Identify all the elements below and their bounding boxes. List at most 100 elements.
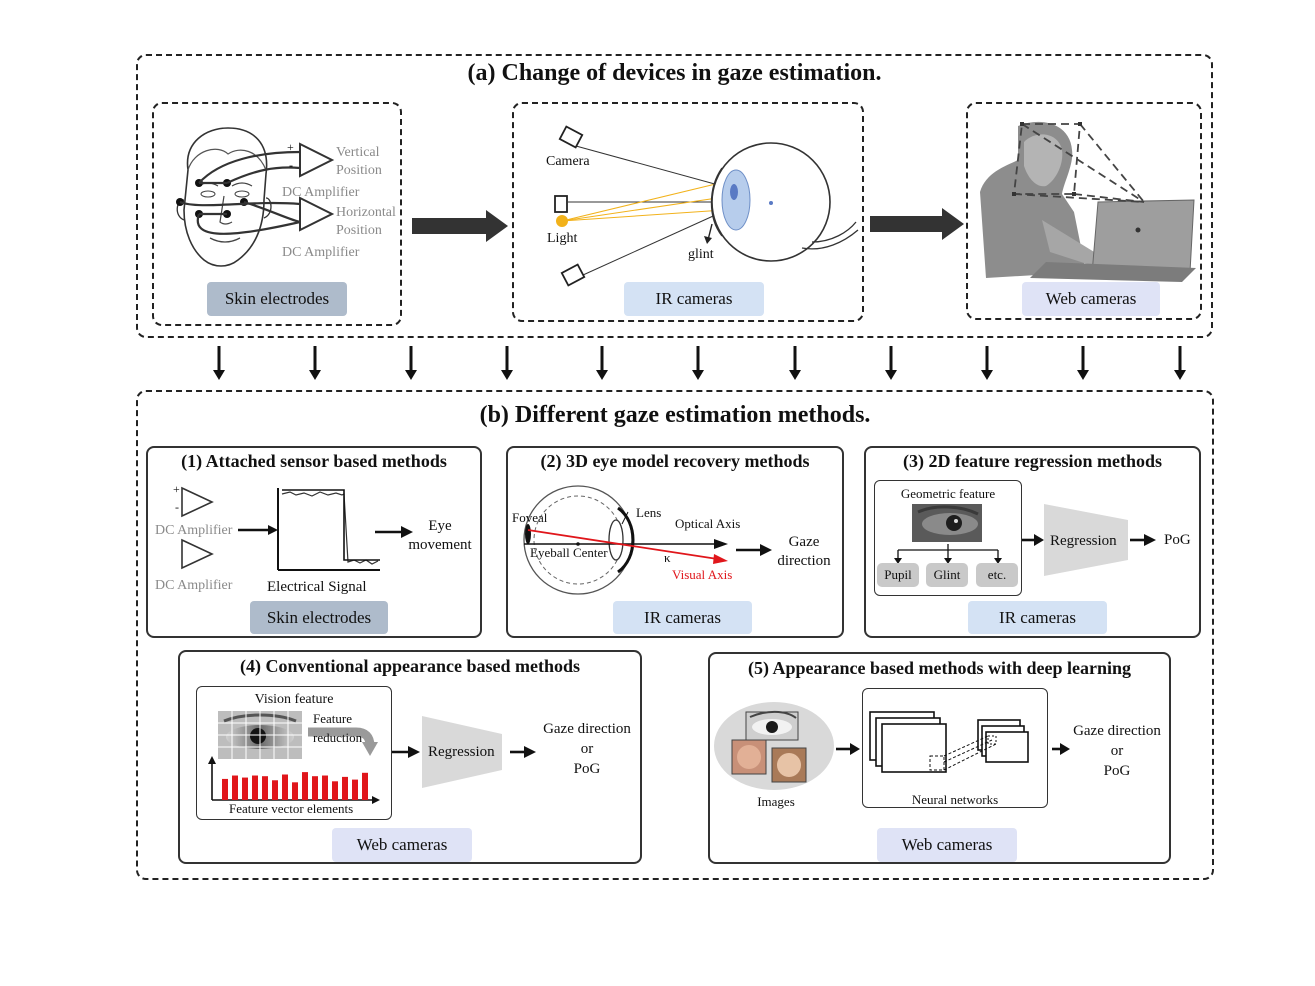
- down-arrow-icon: [692, 346, 704, 380]
- method-1-title: (1) Attached sensor based methods: [181, 451, 447, 471]
- electrical-signal-plot: [238, 488, 380, 571]
- ir-cameras-panel: [512, 102, 864, 322]
- skin-electrodes-panel: [152, 102, 402, 326]
- down-arrow-icon: [981, 346, 993, 380]
- amplifier-icons: [181, 486, 214, 570]
- dc-amplifier-label-2: DC Amplifier: [282, 245, 360, 260]
- images-label: Images: [757, 794, 795, 809]
- feature-vector-bar: [252, 775, 258, 800]
- electrical-signal-label: Electrical Signal: [267, 579, 367, 595]
- method-3-title: (3) 2D feature regression methods: [903, 451, 1162, 471]
- feature-vector-bar: [312, 776, 318, 800]
- m1-minus-sign: -: [175, 500, 179, 514]
- dc-amplifier-label-1: DC Amplifier: [282, 185, 360, 200]
- foveal-label: Foveal: [512, 510, 548, 525]
- pupil-feature: Pupil: [877, 563, 919, 587]
- down-arrow-icon: [1174, 346, 1186, 380]
- feature-vector-bar: [242, 777, 248, 800]
- feature-vector-bar: [362, 772, 368, 800]
- m1-skin-electrodes-tag: Skin electrodes: [250, 601, 388, 634]
- plus-sign: +: [287, 140, 294, 154]
- images-group-icon: [714, 702, 834, 790]
- down-arrows-row: [213, 346, 1186, 380]
- glint-label: glint: [688, 247, 714, 262]
- eye-model-diagram: [523, 485, 772, 595]
- down-arrow-icon: [596, 346, 608, 380]
- web-cameras-panel: [966, 102, 1202, 320]
- feature-vector-bar: [292, 782, 298, 800]
- m1-plus-sign: +: [173, 482, 180, 496]
- electrode-wiring: [176, 142, 335, 235]
- webcam-user-illustration: [980, 121, 1196, 282]
- neural-network-layers-icon: [869, 711, 1029, 773]
- lens-label: Lens: [636, 505, 662, 520]
- eye-grid-photo-icon: [218, 711, 302, 759]
- feature-vector-bar: [302, 772, 308, 800]
- gaze-direction-label-2: direction: [777, 553, 831, 569]
- camera-label: Camera: [546, 154, 590, 169]
- geometric-feature-box: [874, 480, 1022, 596]
- m4-output-label-3: PoG: [573, 761, 601, 777]
- m4-output-label-1: Gaze direction: [543, 721, 631, 737]
- feature-reduction-label-2: reduction: [313, 730, 363, 745]
- feature-vector-bar: [322, 775, 328, 800]
- method-4-title: (4) Conventional appearance based method…: [239, 656, 580, 676]
- feature-vector-chart: [208, 756, 380, 804]
- feature-vector-bar: [342, 776, 348, 800]
- web-cameras-tag: Web cameras: [1022, 282, 1160, 316]
- m4-web-cameras-tag: Web cameras: [332, 828, 472, 862]
- m5-output-label-2: or: [1110, 743, 1124, 759]
- m3-regression-diagram: [1022, 504, 1156, 576]
- etc-feature: etc.: [976, 563, 1018, 587]
- m2-ir-cameras-tag: IR cameras: [613, 601, 752, 634]
- feature-vector-bar: [232, 775, 238, 800]
- vertical-position-label-1: Vertical: [336, 145, 380, 160]
- m5-output-label-3: PoG: [1103, 763, 1131, 779]
- vision-feature-label: Vision feature: [254, 692, 334, 707]
- feature-vector-label: Feature vector elements: [229, 801, 354, 816]
- ir-cameras-tag: IR cameras: [624, 282, 764, 316]
- down-arrow-icon: [789, 346, 801, 380]
- geometric-feature-label: Geometric feature: [900, 486, 996, 501]
- down-arrow-icon: [885, 346, 897, 380]
- arrow-right-icon: [375, 526, 413, 538]
- m4-regression-diagram: [392, 716, 536, 788]
- feature-vector-bar: [272, 780, 278, 800]
- minus-sign: -: [289, 158, 293, 172]
- kappa-label: κ: [664, 550, 671, 565]
- method-1-box: [146, 446, 482, 638]
- eye-photo-icon: [912, 504, 982, 542]
- feature-reduction-label-1: Feature: [313, 711, 352, 726]
- section-b-frame: [136, 390, 1214, 880]
- visual-axis-label: Visual Axis: [672, 567, 733, 582]
- method-2-title: (2) 3D eye model recovery methods: [540, 451, 810, 471]
- light-label: Light: [547, 231, 578, 246]
- feature-vector-bar: [262, 776, 268, 800]
- section-a-title: (a) Change of devices in gaze estimation…: [467, 60, 882, 86]
- ir-eye-diagram: [554, 125, 859, 287]
- eyeball-center-label: Eyeball Center: [530, 545, 608, 560]
- feature-vector-bar: [282, 774, 288, 800]
- vertical-position-label-2: Position: [336, 163, 382, 178]
- m3-regression-label: Regression: [1050, 533, 1117, 549]
- horizontal-position-label-2: Position: [336, 223, 382, 238]
- feature-vector-bar: [222, 778, 228, 800]
- method-3-box: [864, 446, 1201, 638]
- method-2-box: [506, 446, 844, 638]
- feature-reduction-arrow-icon: [308, 727, 378, 756]
- down-arrow-icon: [213, 346, 225, 380]
- down-arrow-icon: [405, 346, 417, 380]
- down-arrow-icon: [1077, 346, 1089, 380]
- m4-output-label-2: or: [580, 741, 594, 757]
- eye-movement-label-1: Eye: [428, 518, 452, 534]
- m1-dc-amplifier-2: DC Amplifier: [155, 578, 233, 593]
- feature-branch-lines: [894, 544, 1002, 564]
- m1-dc-amplifier-1: DC Amplifier: [155, 523, 233, 538]
- vision-feature-box: [196, 686, 392, 820]
- m3-ir-cameras-tag: IR cameras: [968, 601, 1107, 634]
- arrow-right-icon: [836, 743, 860, 755]
- m5-output-label-1: Gaze direction: [1073, 723, 1161, 739]
- feature-vector-bar: [332, 781, 338, 800]
- neural-networks-label: Neural networks: [911, 792, 999, 807]
- m4-regression-label: Regression: [428, 744, 495, 760]
